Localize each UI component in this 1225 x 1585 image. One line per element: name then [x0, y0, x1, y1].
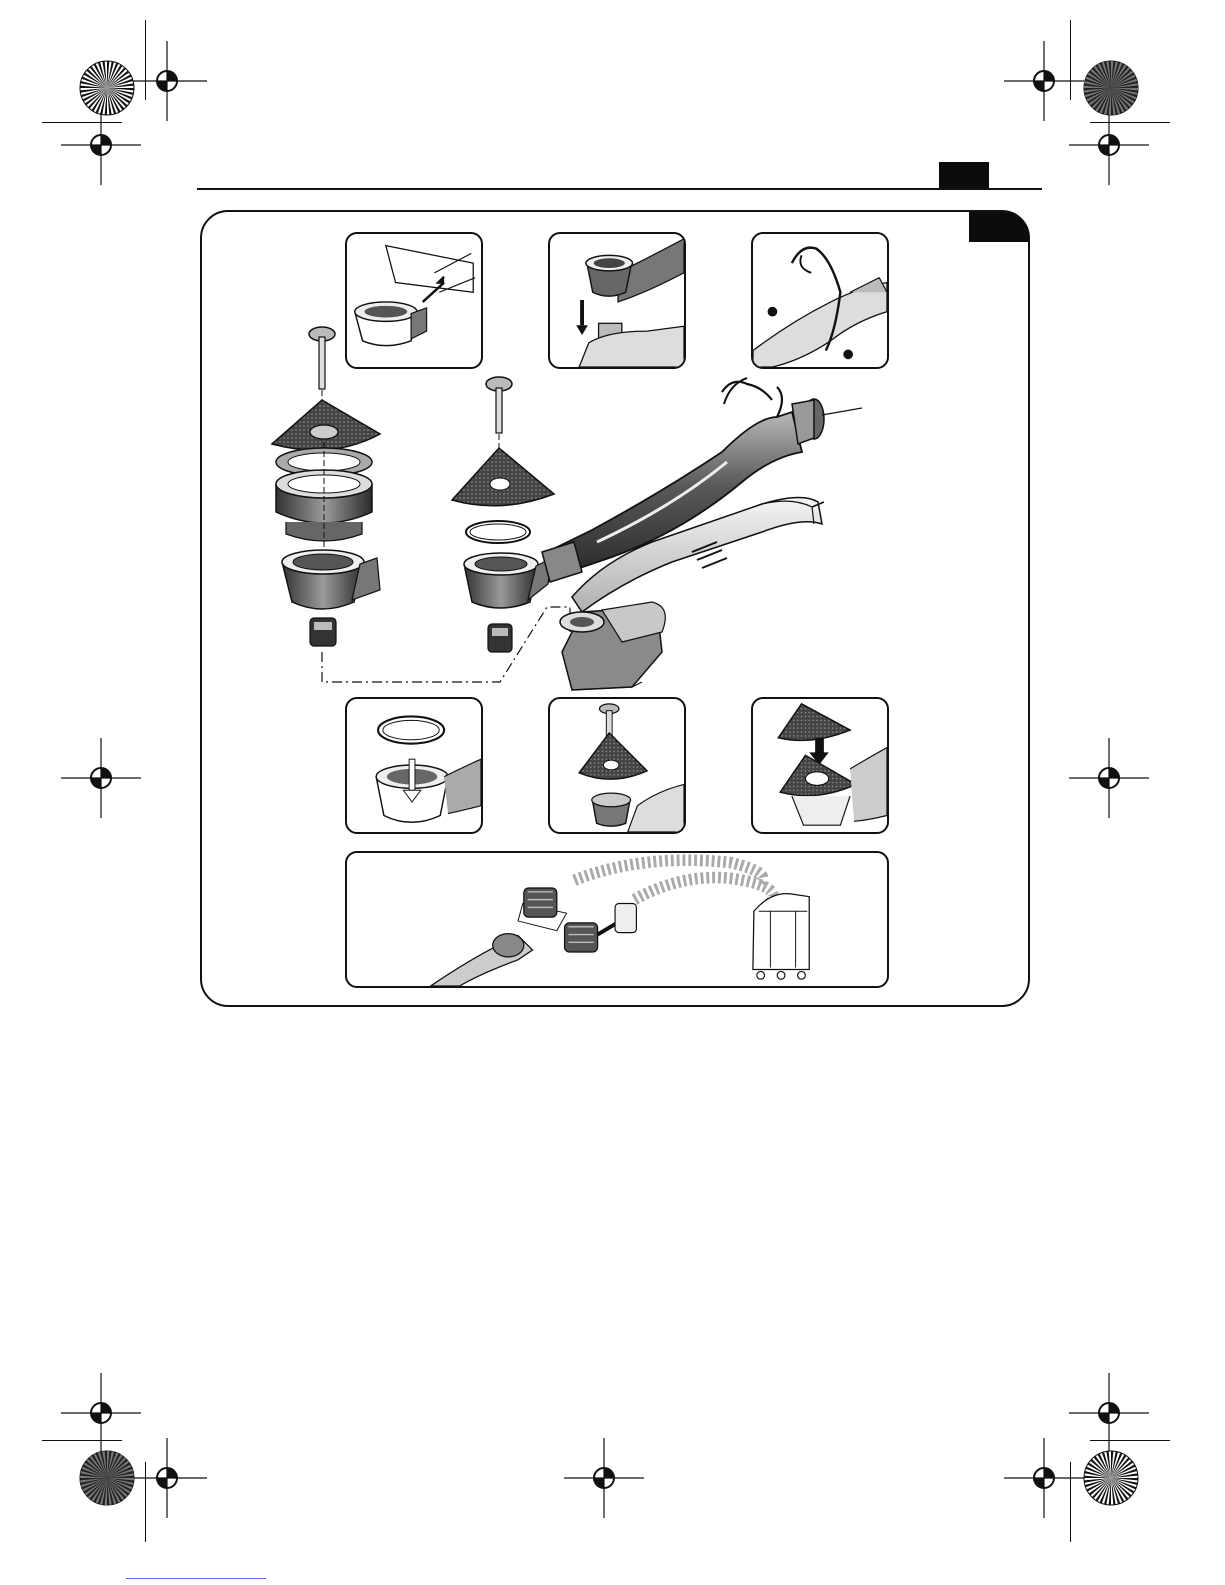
- step-panel-attach-adapter: [345, 232, 483, 369]
- header-rule: [197, 188, 1042, 190]
- seal-ring-stack: [276, 442, 372, 552]
- seal-ring-middle: [466, 521, 530, 543]
- footer-rule: [126, 1578, 266, 1579]
- insert-ring-icon: [347, 699, 481, 832]
- adapter-nut-left: [310, 618, 336, 646]
- marker-dot-icon: [843, 350, 853, 360]
- step-panel-mount-pad: [548, 697, 686, 834]
- step-panel-clip-hose: [751, 232, 889, 369]
- trim-line: [1070, 1462, 1071, 1542]
- step-panel-insert-adapter: [548, 232, 686, 369]
- hose-clip-icon: [753, 234, 887, 367]
- starburst-calibration-icon: [1083, 60, 1139, 116]
- step-panel-attach-sheet: [751, 697, 889, 834]
- trim-line: [42, 1440, 122, 1441]
- trim-line: [145, 20, 146, 100]
- dust-adapter-attach-icon: [347, 234, 481, 367]
- crosshair-registration-icon: [564, 1438, 644, 1518]
- crosshair-registration-icon: [127, 1438, 207, 1518]
- step-panel-insert-ring: [345, 697, 483, 834]
- trim-line: [1070, 20, 1071, 100]
- extraction-cup-left: [282, 550, 380, 609]
- starburst-calibration-icon: [1083, 1450, 1139, 1506]
- crosshair-registration-icon: [1069, 738, 1149, 818]
- crosshair-registration-icon: [1004, 1438, 1084, 1518]
- crosshair-registration-icon: [1069, 105, 1149, 185]
- sanding-pad-middle: [452, 448, 554, 506]
- header-tab: [939, 162, 989, 188]
- crosshair-registration-icon: [61, 105, 141, 185]
- trim-line: [42, 122, 122, 123]
- trim-line: [145, 1462, 146, 1542]
- trim-line: [1090, 1440, 1170, 1441]
- assembly-guide-line: [322, 607, 570, 682]
- step-panel-connect-vacuum: [345, 851, 889, 988]
- mount-sanding-pad-icon: [550, 699, 684, 832]
- starburst-calibration-icon: [79, 1450, 135, 1506]
- starburst-calibration-icon: [79, 60, 135, 116]
- insert-adapter-icon: [550, 234, 684, 367]
- crosshair-registration-icon: [61, 738, 141, 818]
- adapter-nut-middle: [488, 624, 512, 652]
- trim-line: [1090, 122, 1170, 123]
- marker-dot-icon: [768, 307, 778, 317]
- attach-sanding-sheet-icon: [753, 699, 887, 832]
- extraction-cup-middle: [464, 553, 552, 608]
- sanding-pad-left: [272, 400, 380, 450]
- connect-vacuum-icon: [347, 853, 887, 986]
